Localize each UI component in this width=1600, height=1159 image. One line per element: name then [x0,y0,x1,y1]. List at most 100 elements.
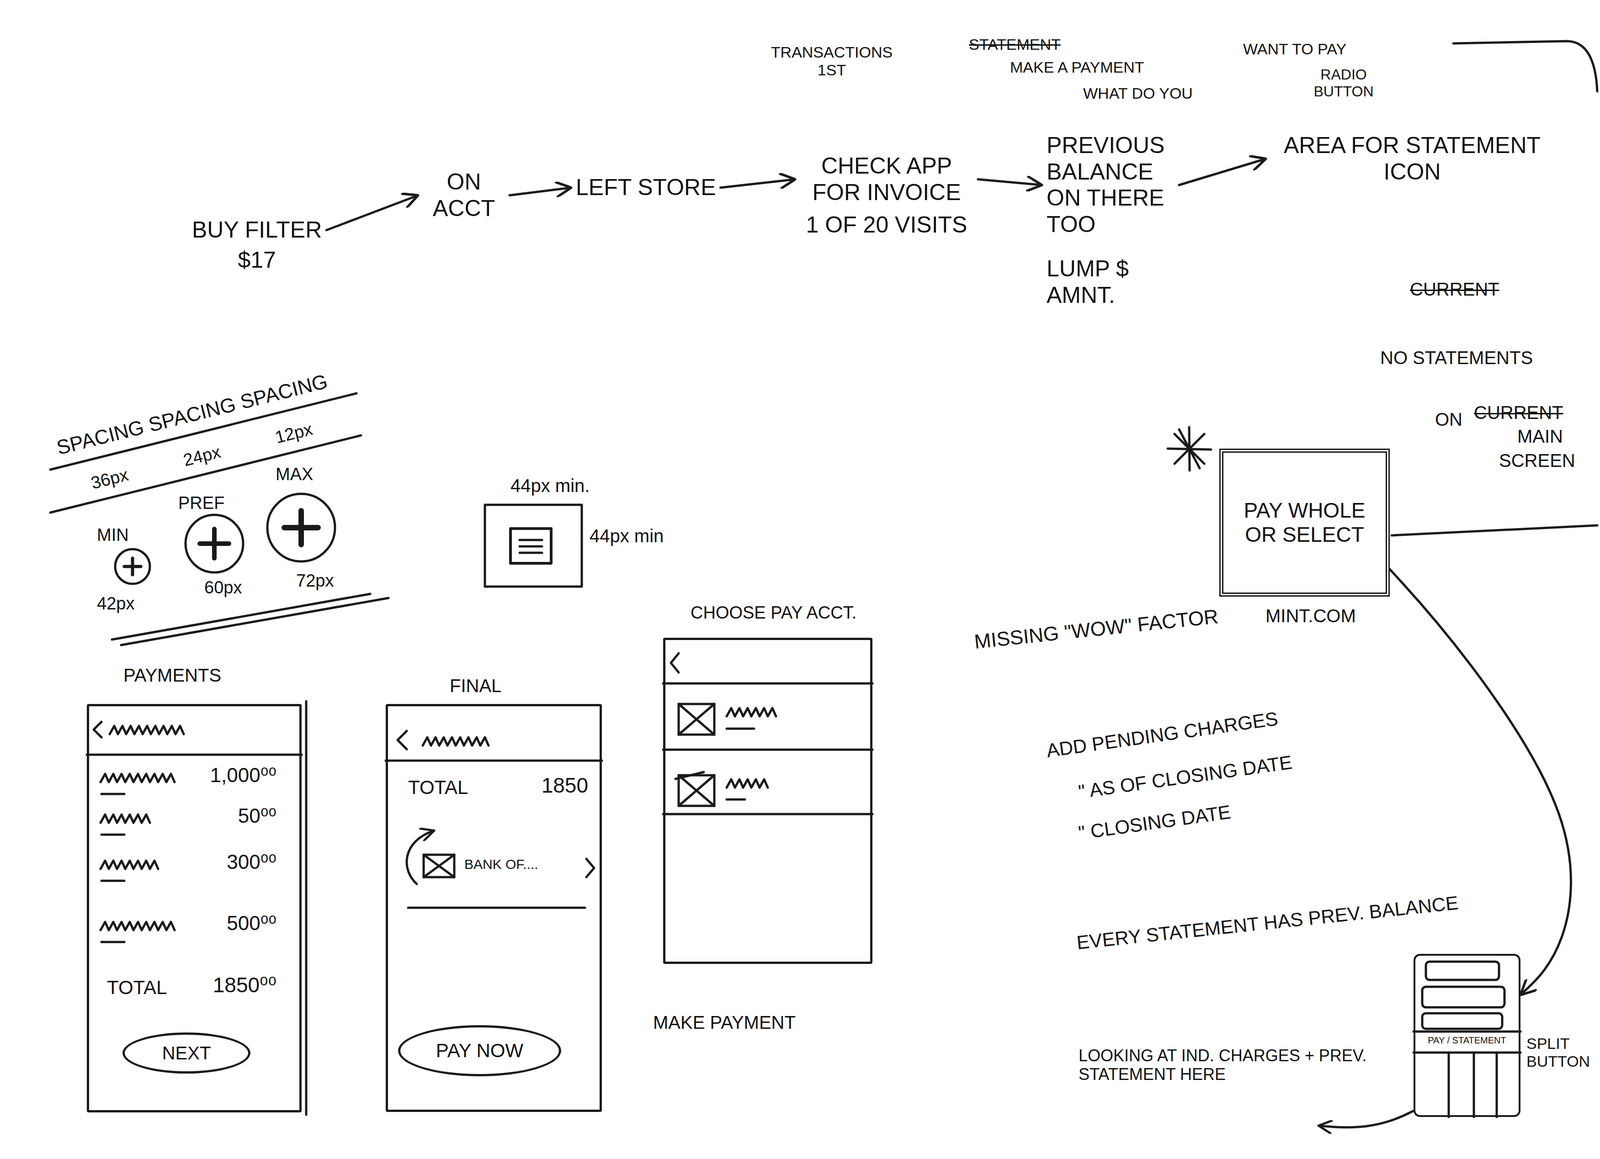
bank-icon-cross [423,855,455,878]
screen-title: CHOOSE PAY ACCT. [690,603,857,624]
annotation: MAKE A PAYMENT [1009,58,1144,77]
step-text: 1 OF 20 VISITS [799,212,974,239]
button-circle [267,494,335,562]
annotation-slot: CURRENT [1409,278,1500,300]
flow-step: CHECK APP FOR INVOICE 1 OF 20 VISITS [795,148,979,244]
text-slot: BANK OF.... [464,856,539,873]
annotation: CURRENT [1473,402,1564,424]
divider [663,749,873,752]
annotation: RADIO BUTTON [1293,66,1394,101]
annotation: 36px [89,465,131,494]
frame-edge [305,701,308,1116]
button-circle [115,549,150,585]
scribble [726,708,777,729]
annotation: ADD PENDING CHARGES [1045,707,1280,763]
pill-button: NEXT [122,1032,251,1074]
annotation-slot: SPACING SPACING SPACING [54,369,330,460]
annotation-slot: ADD PENDING CHARGES [1045,707,1280,763]
annotation: MISSING "WOW" FACTOR [972,605,1220,654]
bank-icon [423,855,455,878]
annotation-slot: WANT TO PAY [1243,40,1347,59]
annotation: MAX [275,464,314,485]
grid-lines [1448,1052,1497,1118]
screen-title: PAYMENTS [123,664,222,686]
flow-step: PREVIOUS BALANCE ON THERE TOOLUMP $ AMNT… [1041,127,1180,314]
annotation-line [1453,41,1598,92]
pointer-arrow [1318,1111,1414,1128]
step-text: AREA FOR STATEMENT ICON [1270,132,1554,186]
button-label: NEXT [162,1042,212,1064]
step-text: $17 [191,247,322,274]
annotation: MINT.COM [1265,605,1356,627]
text-slot: TOTAL [106,977,167,1000]
annotation-slot: 24px [181,442,224,471]
divider [385,760,602,763]
annotation: 72px [296,571,334,592]
screen-title: FINAL [449,675,502,697]
tab-divider [1413,1031,1521,1053]
annotation-slot: 12px [273,419,315,448]
menu-icon-lines [519,540,543,553]
scribble [100,814,150,835]
text-slot: PAY / STATEMENT [1413,1035,1521,1047]
annotation: 42px [96,594,135,615]
phone-frame [663,637,873,965]
button-label: PAY NOW [435,1040,524,1063]
scribble [100,774,175,795]
step-text: LEFT STORE [575,174,717,202]
content-block [1422,987,1505,1008]
annotation-slot: MAX [275,464,314,485]
flow-arrow [1179,159,1266,186]
forward-chevron [586,859,595,878]
annotation-slot: SCREEN [1499,450,1576,472]
annotation-slot: STATEMENT [968,35,1061,54]
text-slot: 50⁰⁰ [238,804,277,829]
annotation-slot: WHAT DO YOU [1083,84,1193,103]
annotation-slot: 36px [89,465,131,494]
plus-symbol [124,558,141,575]
divider [663,682,873,686]
back-chevron [397,731,407,750]
flow-step: LEFT STORE [571,170,721,206]
account-icon-cross [675,772,715,807]
annotation-slot: MAKE A PAYMENT [1009,58,1144,77]
phone-screen: FINAL TOTAL 1850BANK OF.... PAY NOW [385,675,602,1113]
flow-arrow [720,179,796,188]
text-slot: 500⁰⁰ [226,912,277,936]
text-slot: 1850⁰⁰ [212,973,277,998]
annotation-slot: ON [1435,409,1463,431]
scribble [100,861,159,882]
text-slot: 1850 [541,773,589,798]
annotation-slot: PREF [178,493,225,514]
screen-text: BANK OF.... [464,856,539,873]
annotation: 24px [181,442,224,471]
flow-arrow [509,187,572,196]
annotation: PREF [178,493,225,514]
scribble [726,779,768,800]
annotation-line [1391,525,1598,536]
text-slot: PAYMENTS [123,664,222,686]
account-icon [678,704,715,735]
annotation-slot: MIN [96,525,129,546]
text-slot: 300⁰⁰ [226,850,277,875]
text-slot: 1,000⁰⁰ [210,764,277,788]
annotation: WANT TO PAY [1243,40,1347,59]
annotation-slot: 44px min [589,525,664,547]
content-block [1425,962,1500,981]
annotation: CURRENT [1409,278,1500,300]
text-slot: CHOOSE PAY ACCT. [690,603,857,624]
screen-text: TOTAL [408,776,468,799]
phone-screen: PAYMENTS 1,000⁰⁰ 50⁰⁰ 300⁰⁰ 500⁰⁰ TOTAL 1850⁰⁰… [86,664,302,1113]
annotation: NO STATEMENTS [1380,347,1533,369]
phone-thumbnail: PAY / STATEMENT [1413,954,1521,1118]
annotation: LOOKING AT IND. CHARGES + PREV. STATEMEN… [1078,1046,1372,1085]
annotation: EVERY STATEMENT HAS PREV. BALANCE [1075,892,1460,955]
screen-text: 1,000⁰⁰ [210,764,277,788]
content-block [1422,1013,1503,1030]
screen-text: 1850 [541,773,589,798]
step-text: CHECK APP FOR INVOICE [799,153,974,206]
annotation-slot: CURRENT [1473,402,1564,424]
scribble [109,726,184,735]
step-text: ON ACCT [422,169,505,222]
